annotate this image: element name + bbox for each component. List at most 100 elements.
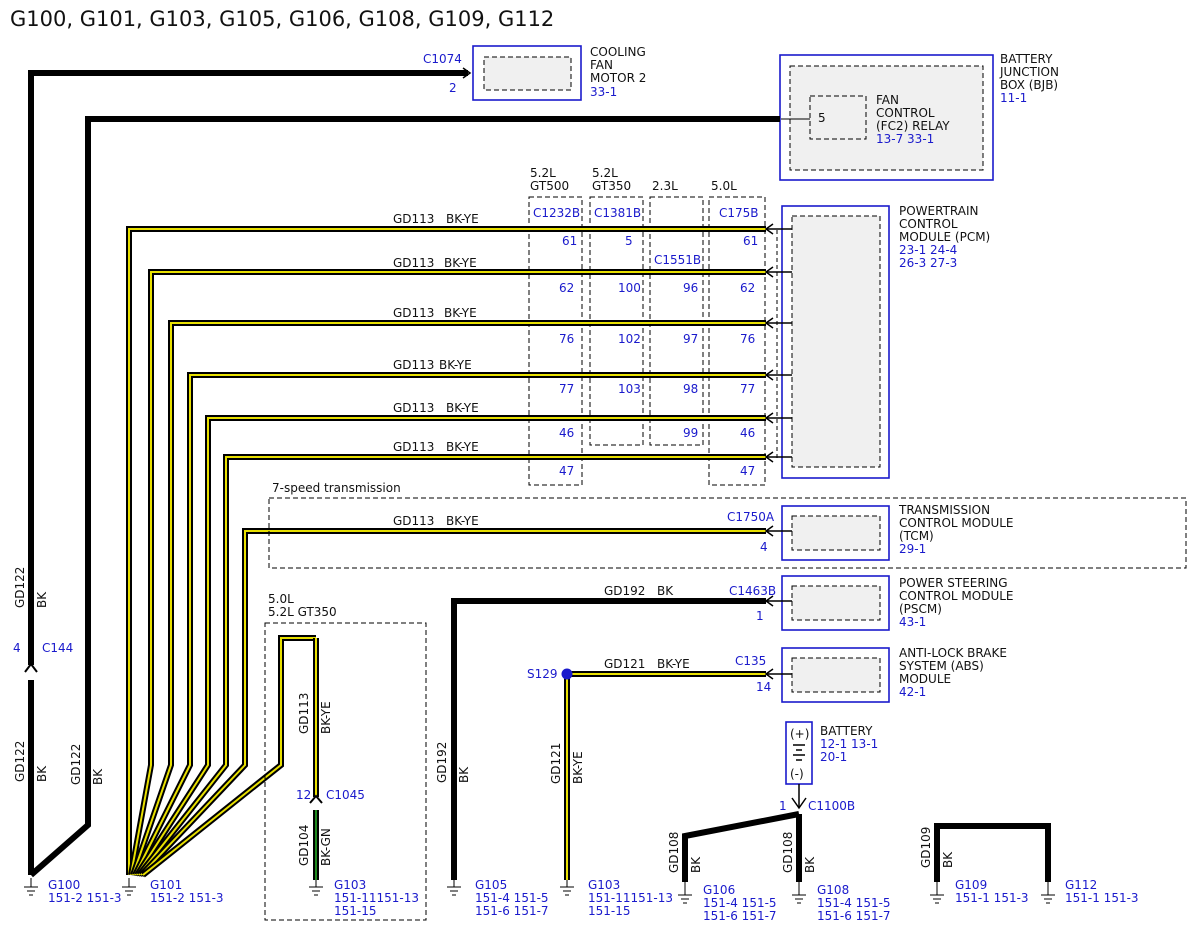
battery[interactable]: (+) (-) BATTERY 12-1 13-1 20-1 — [785, 721, 878, 785]
svg-text:GD122: GD122 — [13, 567, 27, 608]
connector-c135[interactable]: C135 — [735, 654, 766, 668]
wire-bundle-gd113 — [126, 226, 766, 878]
connector-c144[interactable]: 4 C144 — [13, 641, 73, 673]
svg-text:11-1[interactable]: 11-1 — [1000, 91, 1027, 105]
ground-g101: G101 — [150, 878, 182, 892]
connector-c1045[interactable]: C1045 — [326, 788, 365, 802]
ground-labels[interactable]: G100 151-2 151-3 G101 151-2 151-3 G103 1… — [48, 878, 1139, 923]
svg-text:23-1 24-4[interactable]: 23-1 24-4 — [899, 243, 957, 257]
svg-text:GD113: GD113 — [297, 693, 311, 734]
pscm-module[interactable]: C1463B 1 POWER STEERING CONTROL MODULE (… — [729, 575, 1014, 631]
cooling-fan-motor[interactable]: C1074 2 COOLING FAN MOTOR 2 33-1 — [423, 45, 646, 101]
svg-text:20-1[interactable]: 20-1 — [820, 750, 847, 764]
svg-text:GD192: GD192 — [435, 742, 449, 783]
svg-text:POWERTRAIN: POWERTRAIN — [899, 204, 979, 218]
ref-link[interactable]: 33-1 — [590, 85, 617, 99]
svg-text:97: 97 — [683, 332, 698, 346]
svg-text:BK: BK — [803, 856, 817, 873]
svg-text:GD113: GD113 — [393, 306, 434, 320]
svg-text:43-1[interactable]: 43-1 — [899, 615, 926, 629]
svg-text:BK-YE: BK-YE — [319, 701, 333, 734]
connector-c1463b[interactable]: C1463B — [729, 584, 776, 598]
svg-text:BK-YE: BK-YE — [446, 440, 479, 454]
svg-text:2.3L: 2.3L — [652, 179, 678, 193]
svg-text:29-1[interactable]: 29-1 — [899, 542, 926, 556]
svg-text:100: 100 — [618, 281, 641, 295]
ground-g105: G105 — [475, 878, 507, 892]
svg-text:MOTOR 2: MOTOR 2 — [590, 71, 646, 85]
connector-c1100b[interactable]: C1100B — [808, 799, 855, 813]
svg-text:BK-YE: BK-YE — [446, 212, 479, 226]
wire-gd122-bjb — [29, 116, 780, 878]
svg-text:GD109: GD109 — [919, 827, 933, 868]
ground-g103-a: G103 — [334, 878, 366, 892]
engine-column-2-3l: 2.3L C1551B 96 97 98 99 — [649, 179, 704, 446]
battery-junction-box[interactable]: 5 BATTERY JUNCTION BOX (BJB) 11-1 FAN CO… — [779, 52, 1059, 181]
svg-text:151-4 151-5: 151-4 151-5 — [703, 896, 777, 910]
pcm-module[interactable]: POWERTRAIN CONTROL MODULE (PCM) 23-1 24-… — [781, 204, 990, 479]
svg-text:12-1 13-1[interactable]: 12-1 13-1 — [820, 737, 878, 751]
svg-text:77: 77 — [559, 382, 574, 396]
tcm-module[interactable]: C1750A 4 TRANSMISSION CONTROL MODULE (TC… — [727, 503, 1014, 561]
ground-g109: G109 — [955, 878, 987, 892]
svg-text:GD113: GD113 — [393, 358, 434, 372]
svg-text:99: 99 — [683, 426, 698, 440]
svg-text:GT500: GT500 — [530, 179, 569, 193]
svg-text:5: 5 — [818, 111, 826, 125]
svg-text:151-11151-13: 151-11151-13 — [588, 891, 673, 905]
connector-c1750a[interactable]: C1750A — [727, 510, 775, 524]
svg-text:61: 61 — [743, 234, 758, 248]
svg-text:77: 77 — [740, 382, 755, 396]
svg-text:TRANSMISSION: TRANSMISSION — [898, 503, 990, 517]
svg-text:BK: BK — [657, 584, 674, 598]
svg-text:BK-YE: BK-YE — [444, 256, 477, 270]
connector-c175b[interactable]: C175B — [719, 206, 759, 220]
svg-text:(-): (-) — [790, 767, 804, 781]
svg-text:MODULE: MODULE — [899, 672, 951, 686]
svg-text:151-4 151-5: 151-4 151-5 — [475, 891, 549, 905]
group-c1045 — [264, 622, 427, 921]
svg-text:CONTROL MODULE: CONTROL MODULE — [899, 516, 1014, 530]
engine-column-gt350: 5.2L GT350 C1381B 5 100 102 103 — [589, 166, 644, 446]
svg-text:5.2L GT350: 5.2L GT350 — [268, 605, 337, 619]
ground-g112: G112 — [1065, 878, 1097, 892]
svg-text:JUNCTION: JUNCTION — [999, 65, 1059, 79]
svg-text:151-2 151-3: 151-2 151-3 — [150, 891, 224, 905]
ground-symbols — [24, 878, 1055, 904]
svg-text:26-3 27-3[interactable]: 26-3 27-3 — [899, 256, 957, 270]
svg-text:4: 4 — [13, 641, 21, 655]
svg-text:62: 62 — [740, 281, 755, 295]
svg-text:1: 1 — [779, 799, 787, 813]
svg-text:61: 61 — [562, 234, 577, 248]
svg-text:46: 46 — [559, 426, 574, 440]
svg-text:BK: BK — [35, 591, 49, 608]
wire-gd122-fan — [28, 70, 468, 665]
svg-text:42-1[interactable]: 42-1 — [899, 685, 926, 699]
svg-text:GD122: GD122 — [69, 744, 83, 785]
connector-c1074[interactable]: C1074 — [423, 52, 462, 66]
svg-text:13-7 33-1[interactable]: 13-7 33-1 — [876, 132, 934, 146]
connector-c1381b[interactable]: C1381B — [594, 206, 641, 220]
svg-text:5.0L: 5.0L — [268, 592, 294, 606]
abs-module[interactable]: C135 14 ANTI-LOCK BRAKE SYSTEM (ABS) MOD… — [735, 646, 1007, 703]
svg-text:BK-YE: BK-YE — [444, 306, 477, 320]
svg-text:47: 47 — [740, 464, 755, 478]
svg-text:(FC2) RELAY: (FC2) RELAY — [876, 119, 950, 133]
svg-text:GD192: GD192 — [604, 584, 645, 598]
ground-g103-b: G103 — [588, 878, 620, 892]
svg-text:151-15: 151-15 — [588, 904, 631, 918]
svg-text:151-1 151-3: 151-1 151-3 — [1065, 891, 1139, 905]
svg-text:46: 46 — [740, 426, 755, 440]
svg-text:CONTROL: CONTROL — [899, 217, 958, 231]
svg-text:76: 76 — [740, 332, 755, 346]
svg-text:COOLING: COOLING — [590, 45, 646, 59]
svg-text:GD113: GD113 — [393, 514, 434, 528]
svg-text:BATTERY: BATTERY — [1000, 52, 1053, 66]
svg-text:SYSTEM (ABS): SYSTEM (ABS) — [899, 659, 984, 673]
svg-text:S129: S129 — [527, 667, 558, 681]
connector-c1551b[interactable]: C1551B — [654, 253, 701, 267]
svg-text:BK-YE: BK-YE — [571, 751, 585, 784]
svg-text:76: 76 — [559, 332, 574, 346]
connector-c1232b[interactable]: C1232B — [533, 206, 580, 220]
